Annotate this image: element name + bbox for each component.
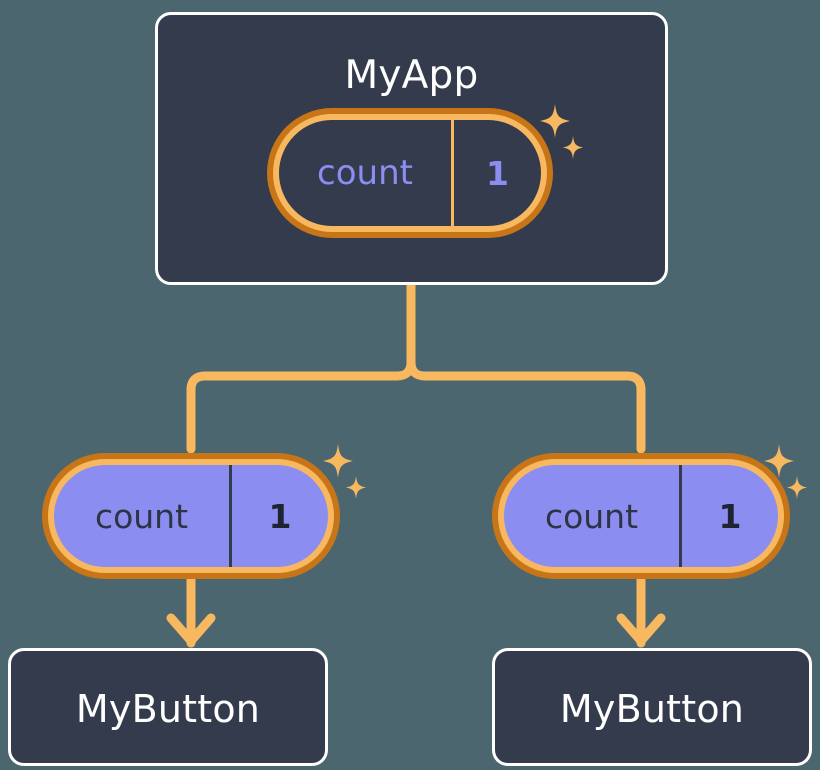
state-name: count (94, 496, 189, 536)
state-value: 1 (718, 496, 742, 536)
pill-face: count 1 (504, 465, 778, 567)
pill-divider (451, 120, 454, 226)
pill-face: count 1 (54, 465, 328, 567)
arrow-left (166, 573, 216, 648)
state-name: count (317, 153, 413, 193)
pill-divider (229, 465, 232, 567)
connector-branch-left (186, 329, 416, 454)
component-card-mybutton-left[interactable]: MyButton (8, 648, 328, 766)
arrow-right (616, 573, 666, 648)
state-value: 1 (268, 496, 292, 536)
pill-divider (679, 465, 682, 567)
component-label-mybutton-right: MyButton (559, 687, 745, 731)
component-card-mybutton-right[interactable]: MyButton (492, 648, 812, 766)
connector-branch-right (406, 329, 646, 454)
state-name: count (544, 496, 639, 536)
component-label-mybutton-left: MyButton (75, 687, 261, 731)
state-pill-root[interactable]: count 1 (267, 108, 553, 238)
pill-face: count 1 (279, 120, 541, 226)
state-value: 1 (486, 153, 509, 193)
component-label-myapp: MyApp (344, 53, 479, 98)
state-pill-right[interactable]: count 1 (492, 453, 790, 579)
state-pill-left[interactable]: count 1 (42, 453, 340, 579)
